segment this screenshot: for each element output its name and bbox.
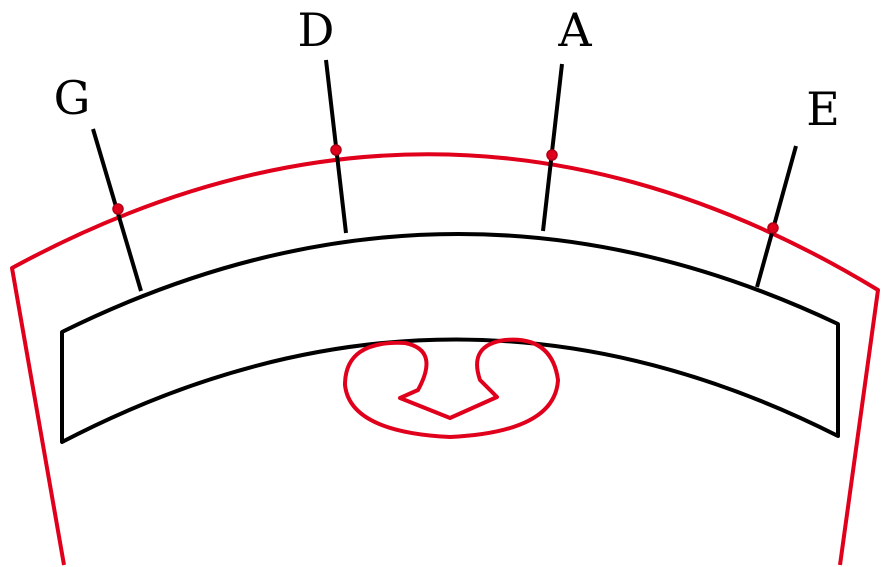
curved-band [60, 231, 840, 444]
line-a [541, 63, 564, 232]
point-d [330, 144, 342, 156]
point-a [546, 149, 558, 161]
outer-red-arch [10, 152, 880, 566]
label-d: D [298, 3, 335, 57]
label-e: E [806, 82, 840, 136]
label-a: A [557, 3, 592, 57]
inner-curl-symbol [343, 337, 560, 439]
point-g [112, 203, 124, 215]
point-e [767, 222, 779, 234]
label-g: G [54, 71, 91, 125]
line-e [755, 145, 798, 288]
